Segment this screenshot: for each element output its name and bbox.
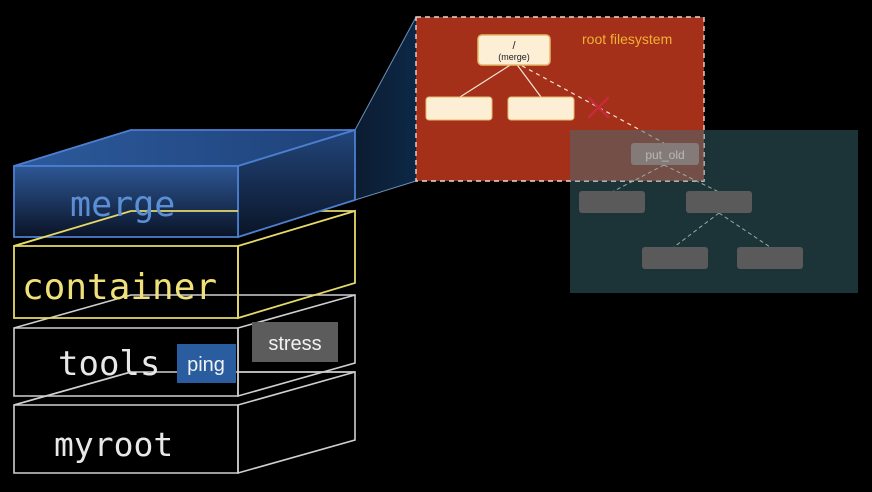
projection-edge-bottom	[354, 180, 417, 201]
root-fs-label: root filesystem	[582, 31, 672, 47]
layer-merge	[13, 128, 356, 239]
container-back-edge	[13, 210, 132, 247]
root-child-node-1	[425, 96, 493, 121]
root-fs-tree-lines	[459, 61, 542, 98]
detach-cross-icon	[587, 96, 610, 119]
merge-front-face	[13, 165, 239, 238]
root-node-slash: /	[512, 40, 516, 52]
myroot-back-edge	[13, 371, 132, 406]
projection-edge-top	[354, 16, 417, 131]
put-old-child-1	[579, 191, 645, 213]
projection-beam	[355, 17, 416, 200]
root-node-sub: (merge)	[498, 52, 530, 62]
stress-tag-label: stress	[268, 333, 321, 355]
put-old-grandchild-1	[642, 247, 708, 269]
container-side-face	[237, 209, 356, 320]
put-old-tree-lines	[611, 164, 771, 248]
layer-label-merge: merge	[70, 185, 175, 225]
layer-label-container: container	[22, 267, 217, 308]
ping-tag-label: ping	[187, 354, 225, 376]
tools-top-edge	[13, 294, 355, 329]
root-node	[477, 34, 551, 66]
myroot-side-face	[237, 370, 356, 475]
put-old-node	[631, 143, 699, 165]
tools-side-face	[237, 293, 356, 398]
put-old-node-label: put_old	[645, 148, 684, 162]
root-fs-panel-border	[415, 16, 705, 182]
layer-label-myroot: myroot	[54, 425, 173, 464]
stress-tag	[252, 322, 338, 362]
put-old-child-2	[686, 191, 752, 213]
root-child-node-2	[507, 96, 575, 121]
ping-tag	[177, 344, 236, 383]
layer-tools	[13, 293, 356, 398]
put-old-grandchild-2	[737, 247, 803, 269]
